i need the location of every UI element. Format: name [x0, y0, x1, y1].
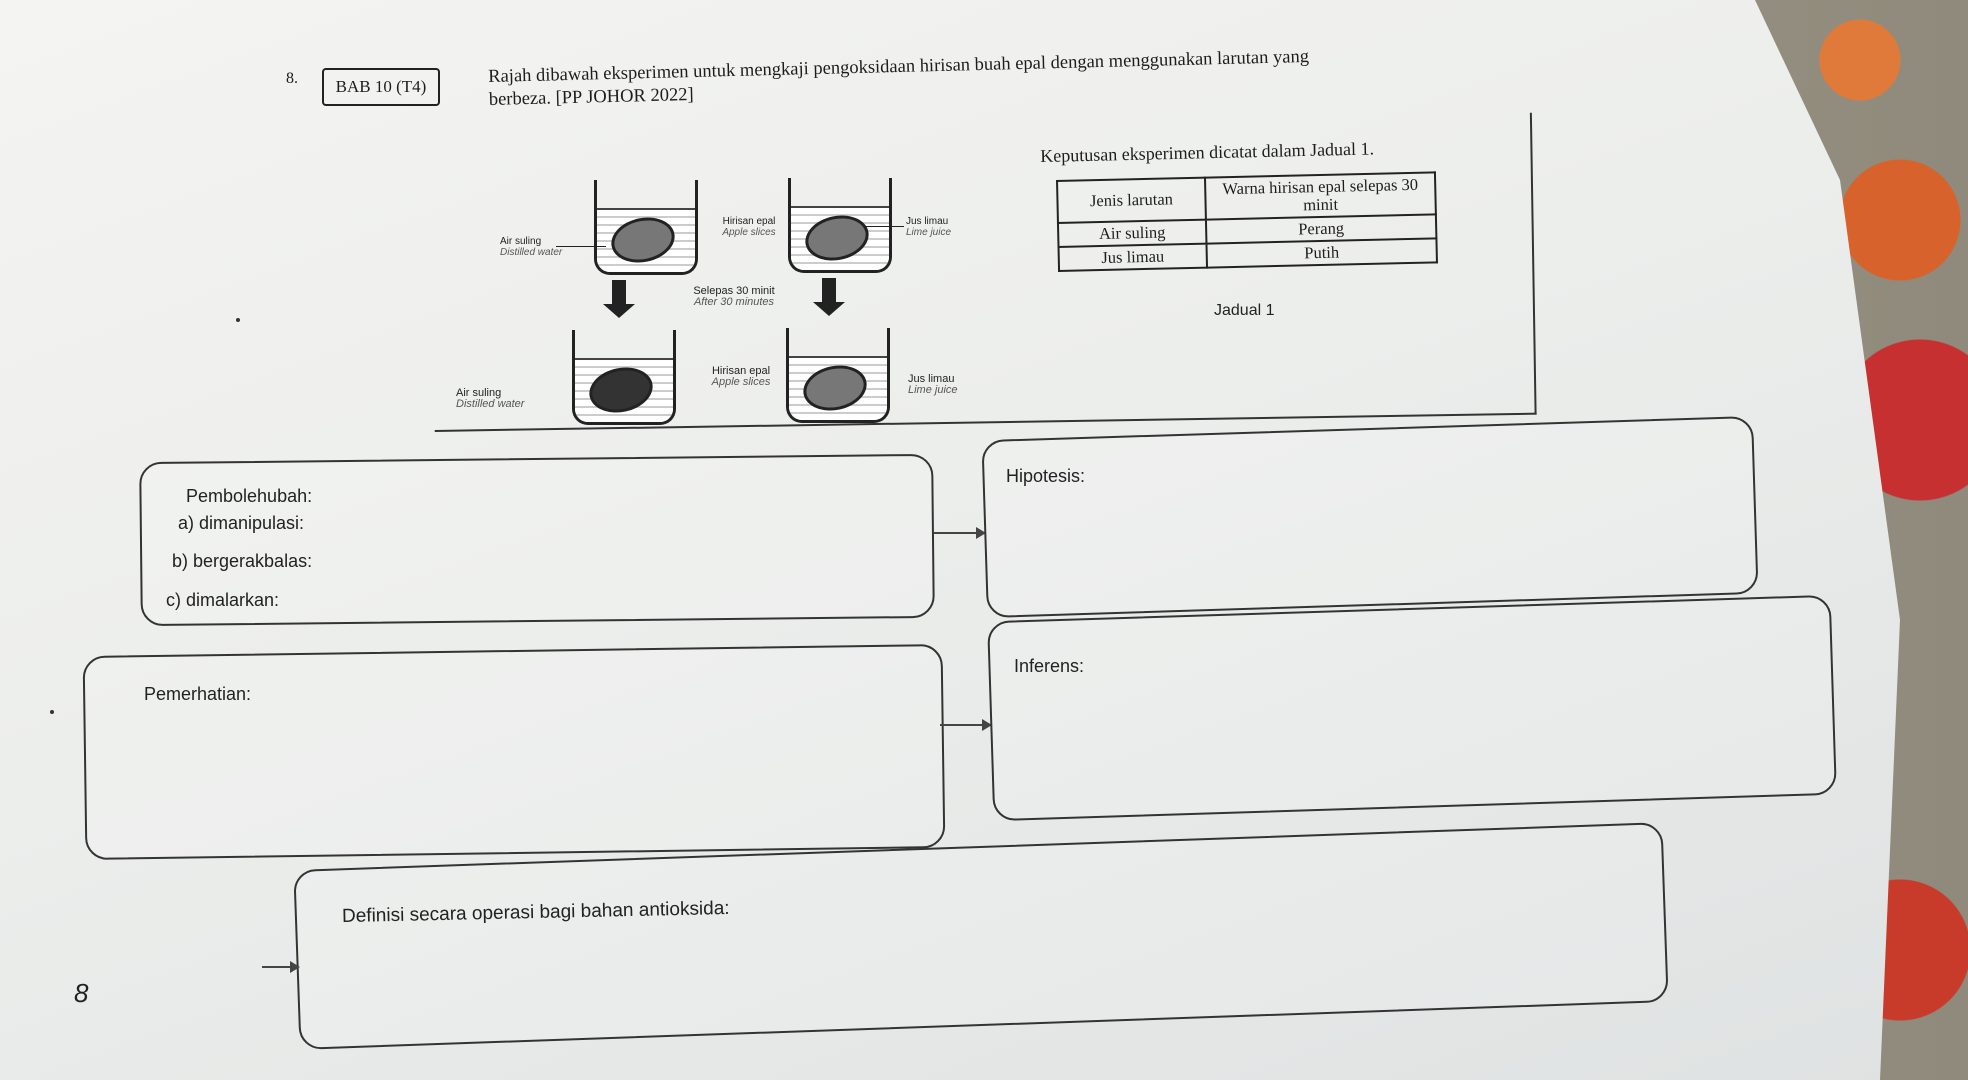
- table-cell: Putih: [1206, 238, 1437, 268]
- observation-box[interactable]: [82, 644, 946, 860]
- label-distilled-water-bottom: Air suling Distilled water: [456, 388, 524, 410]
- label-after-30-min: After 30 minutes: [693, 296, 775, 308]
- label-distilled-water: Distilled water: [500, 247, 563, 258]
- label-selepas-30-minit: Selepas 30 minit: [693, 285, 775, 297]
- label-distilled-water-top: Air suling Distilled water: [500, 236, 562, 258]
- operational-definition-box[interactable]: [293, 822, 1669, 1050]
- label-lime-juice: Lime juice: [908, 384, 958, 396]
- label-apple-slices-bottom: Hirisan epal Apple slices: [706, 366, 776, 388]
- arrow-down-icon: [603, 280, 635, 318]
- results-table: Jenis larutan Warna hirisan epal selepas…: [1056, 171, 1438, 272]
- inference-box[interactable]: [987, 594, 1837, 822]
- label-lime-juice-bottom: Jus limau Lime juice: [908, 374, 958, 396]
- label-lime-juice: Lime juice: [906, 227, 952, 238]
- observation-label: Pemerhatian:: [144, 684, 252, 704]
- arrow-down-icon: [813, 278, 845, 316]
- inference-label: Inferens:: [1014, 656, 1085, 676]
- table-label: Jadual 1: [1214, 302, 1275, 319]
- page-number: 8: [74, 978, 89, 1008]
- arrow-right-icon: [940, 719, 992, 731]
- hypothesis-box[interactable]: [981, 415, 1759, 619]
- label-hirisan-epal: Hirisan epal: [722, 216, 776, 227]
- arrow-right-icon: [262, 961, 300, 973]
- question-number: 8.: [286, 70, 298, 87]
- label-jus-limau: Jus limau: [908, 373, 955, 385]
- label-air-suling: Air suling: [456, 387, 502, 399]
- label-distilled-water: Distilled water: [456, 398, 525, 410]
- label-apple-slices: Apple slices: [711, 376, 771, 388]
- beaker-water-before: [594, 180, 698, 275]
- hypothesis-label: Hipotesis:: [1006, 466, 1086, 486]
- fixed-variable-label: c) dimalarkan:: [166, 590, 280, 610]
- label-after-30-minutes: Selepas 30 minit After 30 minutes: [684, 286, 784, 308]
- responding-variable-label: b) bergerakbalas:: [172, 551, 313, 571]
- leader-line: [556, 246, 606, 247]
- variables-title: Pembolehubah:: [186, 486, 313, 506]
- instruction-text: Rajah dibawah eksperimen untuk mengkaji …: [488, 42, 1469, 112]
- table-header-cell: Warna hirisan epal selepas 30 minit: [1204, 172, 1436, 220]
- label-hirisan-epal: Hirisan epal: [711, 365, 771, 377]
- label-lime-juice-top: Jus limau Lime juice: [906, 216, 951, 238]
- beaker-lime-after: [786, 328, 890, 423]
- table-header-cell: Jenis larutan: [1057, 177, 1206, 223]
- arrow-right-icon: [934, 527, 986, 539]
- label-jus-limau: Jus limau: [906, 216, 949, 227]
- label-air-suling: Air suling: [500, 236, 542, 247]
- table-cell: Jus limau: [1058, 243, 1208, 271]
- beaker-lime-before: [788, 178, 892, 273]
- manipulated-variable-label: a) dimanipulasi:: [178, 513, 305, 533]
- leader-line: [864, 226, 904, 227]
- paper-speck: [236, 318, 240, 322]
- label-apple-slices: Apple slices: [722, 227, 776, 238]
- label-apple-slices-top: Hirisan epal Apple slices: [714, 216, 784, 238]
- table-cell: Air suling: [1057, 219, 1207, 247]
- chapter-badge: BAB 10 (T4): [322, 68, 440, 106]
- beaker-water-after: [572, 330, 676, 425]
- paper-speck: [50, 710, 54, 714]
